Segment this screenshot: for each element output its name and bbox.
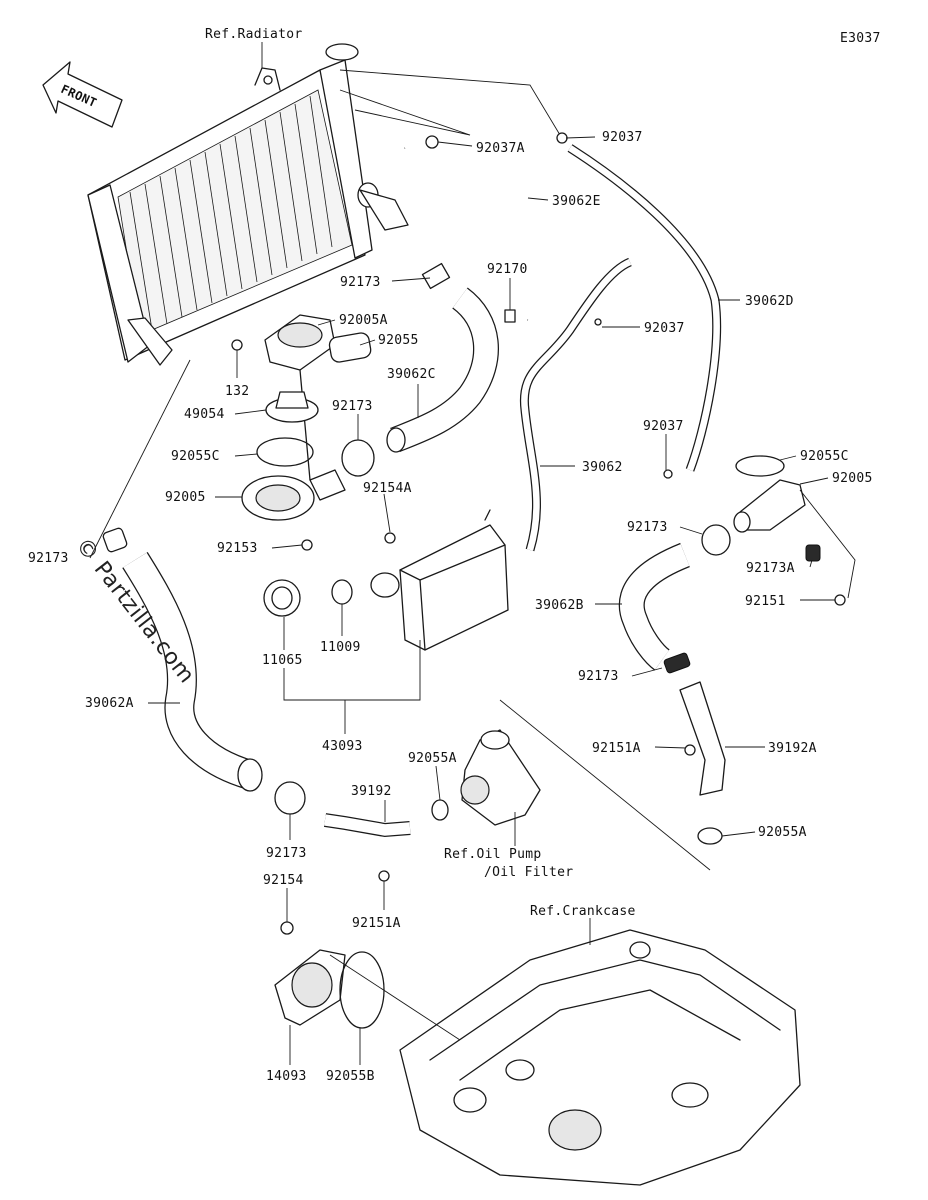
- ref-radiator-label: Ref.Radiator: [205, 27, 303, 42]
- part-label: 92173: [340, 275, 381, 290]
- clamp-92037A: [425, 135, 439, 149]
- pipe-39192A: [679, 681, 726, 796]
- clamp-92173-c: [341, 439, 375, 477]
- part-label: 39062E: [552, 194, 601, 209]
- leader-lines: [89, 136, 856, 1065]
- part-label: 92005A: [339, 313, 388, 328]
- water-pump-assembly: [460, 729, 541, 826]
- oring-92055C-left: [256, 437, 314, 467]
- part-label: 132: [225, 384, 249, 399]
- front-direction-arrow: FRONT: [42, 61, 123, 128]
- part-label: 92173A: [746, 561, 795, 576]
- part-label: 92153: [217, 541, 258, 556]
- bolt-92154A: [384, 532, 396, 544]
- part-label: 92055C: [800, 449, 849, 464]
- part-label: 92173: [578, 669, 619, 684]
- part-label: 92170: [487, 262, 528, 277]
- bolt-92154: [280, 921, 294, 935]
- part-label: 92037: [643, 419, 684, 434]
- bolt-92151: [834, 594, 846, 606]
- bolt-132: [231, 339, 243, 351]
- part-label: 92037A: [476, 141, 525, 156]
- pump-cover-14093: [274, 949, 346, 1026]
- part-label: 92005: [832, 471, 873, 486]
- part-label: 92173: [332, 399, 373, 414]
- clip-92170: [504, 309, 516, 323]
- thermostat-housing: [264, 314, 346, 501]
- part-label: 92055B: [326, 1069, 375, 1084]
- part-label: 39192: [351, 784, 392, 799]
- bolt-92151A-bottom: [378, 870, 390, 882]
- part-label: 92151A: [592, 741, 641, 756]
- ref-oil-filter-label: /Oil Filter: [484, 865, 573, 880]
- part-label: 92173: [28, 551, 69, 566]
- oring-92055A-top: [431, 799, 449, 821]
- part-label: 92037: [644, 321, 685, 336]
- clamp-92173-radiator: [421, 262, 451, 290]
- part-label: 39062D: [745, 294, 794, 309]
- part-label: 14093: [266, 1069, 307, 1084]
- oring-92055B: [339, 951, 385, 1029]
- thermostat: [265, 391, 319, 423]
- oring-92055C-right: [735, 455, 785, 477]
- part-label: 11009: [320, 640, 361, 655]
- oring-92055A-right: [697, 827, 723, 845]
- part-label: 39062A: [85, 696, 134, 711]
- bolt-92151A-right: [684, 744, 696, 756]
- gasket-11009: [331, 579, 353, 605]
- gasket-92055: [328, 332, 372, 363]
- clamp-92173-right: [701, 524, 731, 556]
- part-label: 39192A: [768, 741, 817, 756]
- part-label: 43093: [322, 739, 363, 754]
- radiator: [87, 43, 409, 366]
- clamp-92173A: [805, 544, 821, 562]
- clamp-92037: [556, 132, 568, 144]
- part-label: 11065: [262, 653, 303, 668]
- outlet-pipe-92005: [733, 479, 806, 533]
- part-label: 92055: [378, 333, 419, 348]
- part-label: 39062C: [387, 367, 436, 382]
- reservoir-tank: [370, 509, 509, 651]
- part-label: 92173: [627, 520, 668, 535]
- part-label: 92005: [165, 490, 206, 505]
- ref-crankcase-label: Ref.Crankcase: [530, 904, 636, 919]
- part-label: 92037: [602, 130, 643, 145]
- clamp-92173-left: [102, 527, 128, 553]
- part-label: 92151: [745, 594, 786, 609]
- clamp-92173-b: [663, 652, 691, 674]
- clamp-92037-right: [663, 469, 673, 479]
- part-label: 92055A: [758, 825, 807, 840]
- crankcase: [399, 929, 801, 1186]
- part-label: 92055A: [408, 751, 457, 766]
- pump-cover-92005: [241, 475, 315, 521]
- part-label: 92151A: [352, 916, 401, 931]
- part-labels: 92037 92037A 39062E 92173 92170 92037 39…: [28, 130, 873, 1084]
- part-label: 49054: [184, 407, 225, 422]
- diagram-code: E3037: [840, 31, 881, 46]
- part-label: 92154A: [363, 481, 412, 496]
- ref-oil-pump-label: Ref.Oil Pump: [444, 847, 542, 862]
- reservoir-cap: [263, 579, 301, 617]
- clamp-92173-bottom: [274, 781, 306, 815]
- clamp-92037-mid: [594, 318, 602, 326]
- bolt-92153: [301, 539, 313, 551]
- part-label: 92173: [266, 846, 307, 861]
- part-label: 39062B: [535, 598, 584, 613]
- part-label: 39062: [582, 460, 623, 475]
- part-label: 92055C: [171, 449, 220, 464]
- part-label: 92154: [263, 873, 304, 888]
